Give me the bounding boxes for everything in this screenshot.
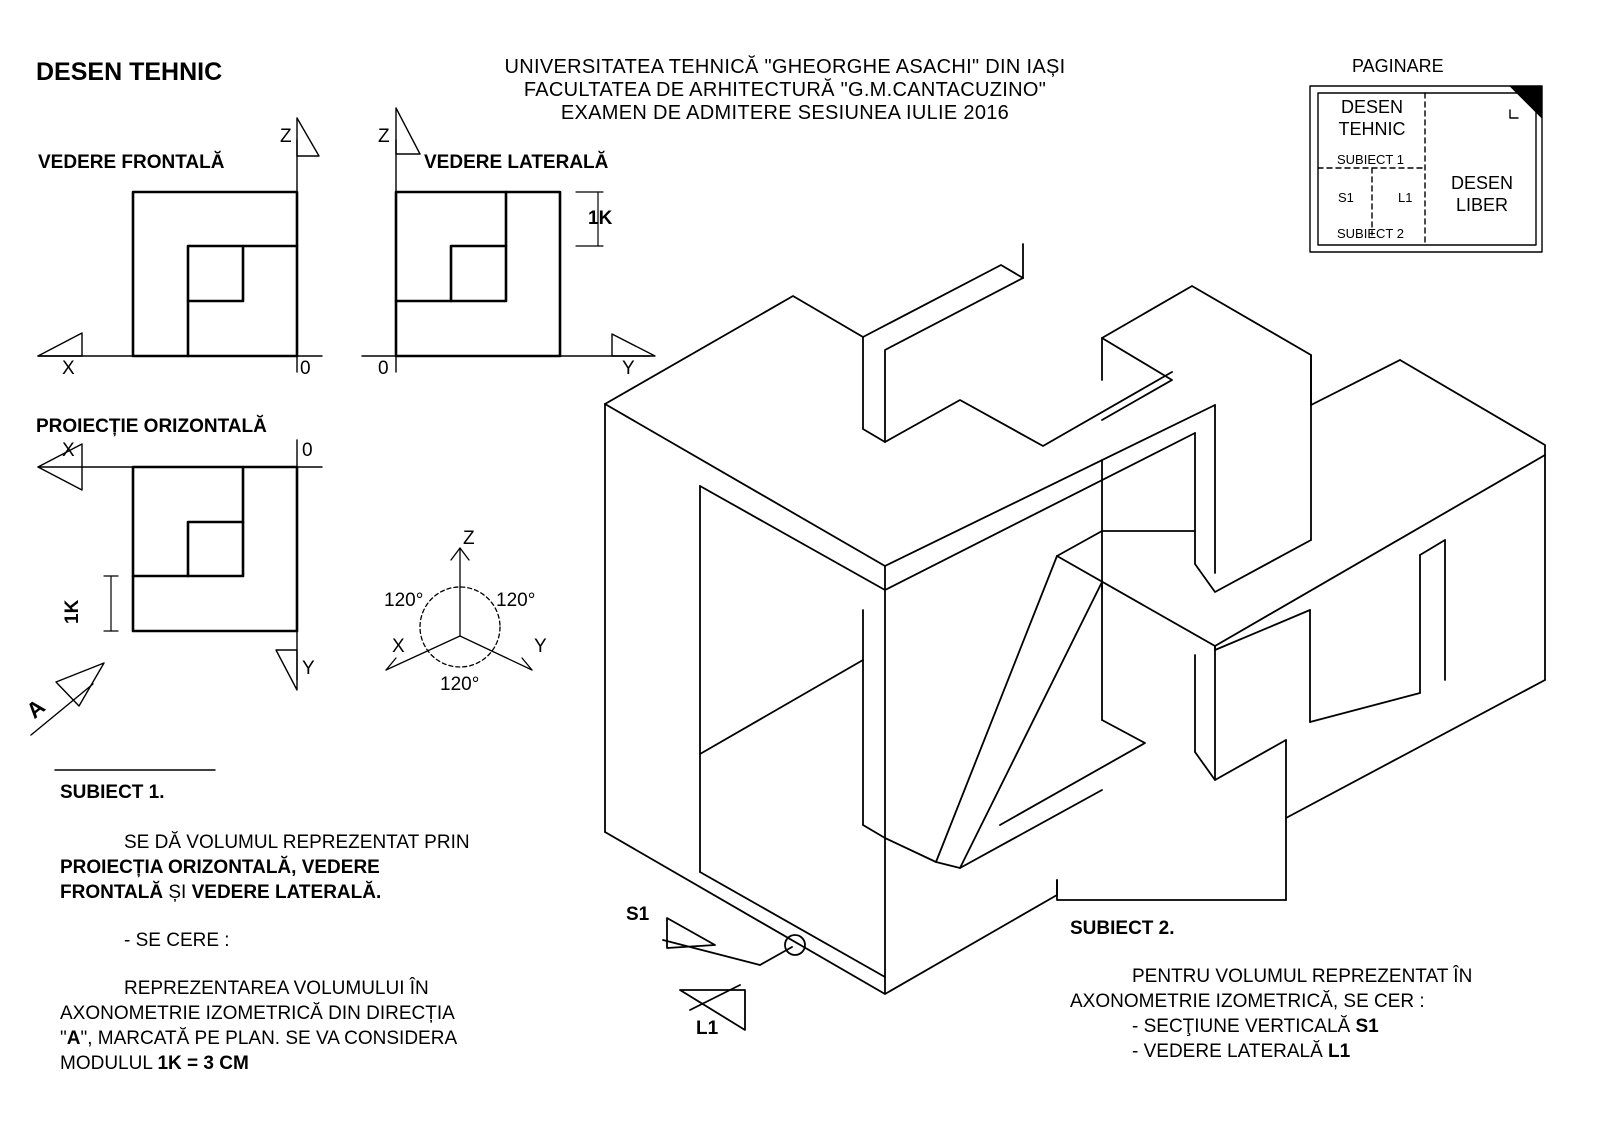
side-z-label: Z — [378, 126, 390, 147]
subject1-line3-mid: ȘI — [163, 882, 192, 903]
pagination-title: PAGINARE — [1352, 56, 1444, 76]
university-header: UNIVERSITATEA TEHNICĂ "GHEORGHE ASACHI" … — [460, 56, 1110, 125]
pag-desen-tehnic-1: DESEN — [1340, 97, 1403, 117]
subject1-req2: AXONOMETRIE IZOMETRICĂ DIN DIRECȚIA — [60, 1003, 455, 1024]
front-view-label: VEDERE FRONTALĂ — [38, 152, 225, 173]
s1-marker-label: S1 — [626, 904, 650, 925]
iso-z-label: Z — [463, 528, 475, 549]
side-module-label: 1K — [588, 208, 613, 229]
pag-desen-liber-2: LIBER — [1455, 195, 1509, 215]
subject2-line1: PENTRU VOLUMUL REPREZENTAT ÎN — [1132, 966, 1473, 987]
subject1-req3-a: " — [60, 1028, 67, 1049]
isometric-object — [604, 243, 1546, 1031]
top-module-label: 1K — [62, 599, 83, 624]
iso-y-label: Y — [534, 636, 547, 657]
subject1-req3-bold: A — [66, 1028, 81, 1049]
front-view — [37, 117, 323, 373]
subject1-line2: PROIECȚIA ORIZONTALĂ, VEDERE — [60, 857, 380, 878]
subject1-req3-b: ", MARCATĂ PE PLAN. SE VA CONSIDERA — [80, 1028, 458, 1049]
page-title: DESEN TEHNIC — [36, 58, 223, 86]
front-origin-label: 0 — [300, 358, 311, 379]
iso-angle-bottom: 120° — [440, 674, 480, 695]
university-line-1: UNIVERSITATEA TEHNICĂ "GHEORGHE ASACHI" … — [504, 56, 1066, 78]
pag-desen-liber-1: DESEN — [1450, 173, 1513, 193]
pag-subiect2: SUBIECT 2 — [1337, 226, 1404, 241]
university-line-2: FACULTATEA DE ARHITECTURĂ "G.M.CANTACUZI… — [523, 79, 1047, 101]
subject1-req4-bold: 1K = 3 CM — [157, 1053, 249, 1074]
front-x-label: X — [62, 358, 75, 379]
side-origin-label: 0 — [378, 358, 389, 379]
subject2-line2: AXONOMETRIE IZOMETRICĂ, SE CER : — [1070, 991, 1425, 1012]
iso-angle-right: 120° — [496, 590, 536, 611]
pagination-box — [1309, 85, 1543, 253]
pag-desen-liber: DESEN LIBER — [1430, 172, 1534, 216]
top-y-label: Y — [302, 658, 315, 679]
subject2-item2-bold: L1 — [1328, 1041, 1351, 1062]
side-view — [361, 107, 656, 373]
l1-marker-label: L1 — [696, 1018, 719, 1039]
side-view-label: VEDERE LATERALĂ — [424, 152, 609, 173]
top-view-label: PROIECȚIE ORIZONTALĂ — [36, 416, 267, 437]
subject1-requirement: REPREZENTAREA VOLUMULUI ÎN AXONOMETRIE I… — [60, 976, 457, 1076]
top-view — [30, 439, 323, 736]
subject1-req4-a: MODULUL — [60, 1053, 158, 1074]
pag-subiect1: SUBIECT 1 — [1337, 152, 1404, 167]
subject2-heading: SUBIECT 2. — [1070, 918, 1175, 939]
side-y-label: Y — [622, 358, 635, 379]
subject1-line3-b: VEDERE LATERALĂ. — [191, 882, 382, 903]
subject1-req1: REPREZENTAREA VOLUMULUI ÎN — [124, 978, 429, 999]
iso-angle-left: 120° — [384, 590, 424, 611]
subject2-item2-a: - VEDERE LATERALĂ — [1132, 1041, 1329, 1062]
pag-desen-tehnic-2: TEHNIC — [1338, 119, 1406, 139]
subject1-line3-a: FRONTALĂ — [60, 882, 164, 903]
subject1-body: SE DĂ VOLUMUL REPREZENTAT PRIN PROIECȚIA… — [60, 830, 470, 905]
subject2-item1-a: - SECŢIUNE VERTICALĂ — [1132, 1016, 1356, 1037]
subject2-item1-bold: S1 — [1355, 1016, 1379, 1037]
subject2-body: PENTRU VOLUMUL REPREZENTAT ÎN AXONOMETRI… — [1070, 964, 1472, 1064]
top-origin-label: 0 — [302, 440, 313, 461]
pag-desen-tehnic: DESEN TEHNIC — [1320, 96, 1424, 140]
subject1-line1: SE DĂ VOLUMUL REPREZENTAT PRIN — [124, 832, 470, 853]
iso-x-label: X — [392, 636, 405, 657]
front-z-label: Z — [280, 126, 292, 147]
subject1-heading: SUBIECT 1. — [60, 782, 165, 803]
isometric-axes — [385, 547, 533, 671]
subject1-se-cere: - SE CERE : — [124, 930, 230, 951]
top-x-label: X — [62, 440, 75, 461]
university-line-3: EXAMEN DE ADMITERE SESIUNEA IULIE 2016 — [560, 102, 1010, 124]
pag-s1: S1 — [1338, 190, 1354, 205]
pag-l1: L1 — [1398, 190, 1413, 205]
